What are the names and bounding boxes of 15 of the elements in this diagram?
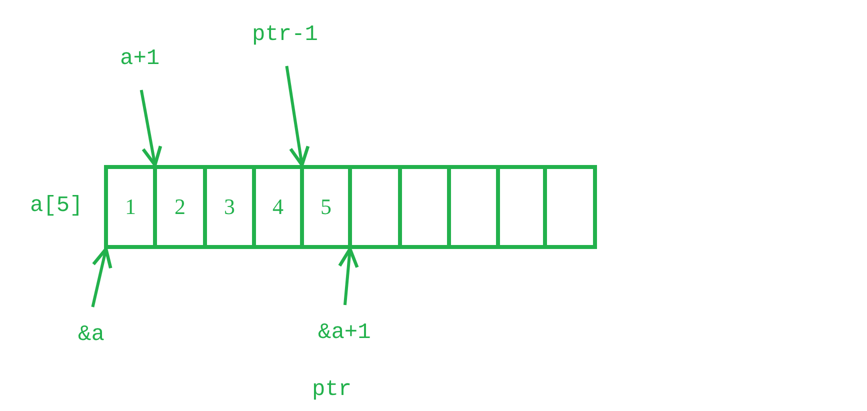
- pointer-label: &a+1: [318, 320, 371, 346]
- arrow: [140, 90, 162, 167]
- arrow: [285, 66, 310, 167]
- cell-value: 5: [320, 194, 332, 220]
- pointer-label: a+1: [120, 46, 160, 72]
- pointer-label: &a: [78, 322, 104, 348]
- pointer-label: ptr: [312, 377, 352, 403]
- cell-value: 2: [174, 194, 186, 220]
- cell-value: 1: [125, 194, 136, 220]
- array-name: a[5]: [30, 193, 83, 219]
- pointer-label: ptr-1: [252, 22, 318, 48]
- cell-value: 4: [272, 194, 284, 220]
- arrow: [91, 247, 112, 308]
- arrow: [338, 247, 359, 306]
- cell-value: 3: [224, 194, 235, 220]
